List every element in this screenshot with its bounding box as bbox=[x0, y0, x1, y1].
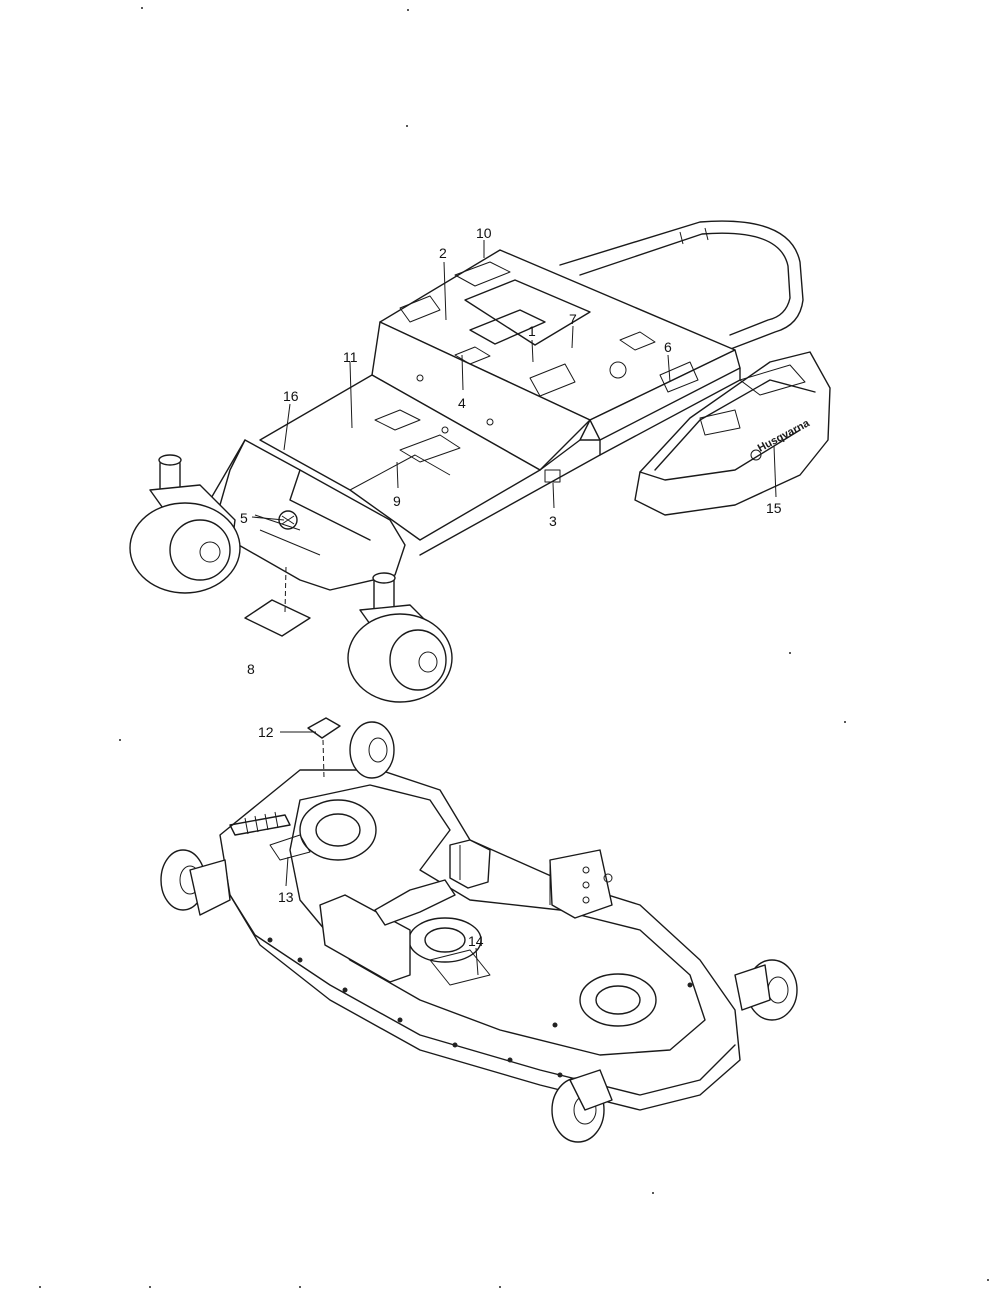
callout-labels: 1 2 3 4 5 6 7 8 9 10 11 12 13 14 15 16 bbox=[240, 225, 782, 949]
callout-12: 12 bbox=[258, 724, 274, 740]
callout-4: 4 bbox=[458, 395, 466, 411]
callout-2: 2 bbox=[439, 245, 447, 261]
leader-lines bbox=[251, 240, 777, 976]
callout-7: 7 bbox=[569, 311, 577, 327]
callout-15: 15 bbox=[766, 500, 782, 516]
deck-wheel-rear-left bbox=[349, 721, 395, 779]
decal-3 bbox=[544, 469, 561, 483]
decal-8 bbox=[244, 599, 311, 637]
callout-6: 6 bbox=[664, 339, 672, 355]
scan-specks bbox=[39, 7, 989, 1288]
chassis-frame bbox=[129, 220, 804, 703]
callout-16: 16 bbox=[283, 388, 299, 404]
callout-11: 11 bbox=[343, 349, 358, 365]
decal-13 bbox=[269, 834, 311, 861]
callout-10: 10 bbox=[476, 225, 492, 241]
mower-deck bbox=[160, 717, 798, 1143]
deck-wheel-front-right bbox=[551, 1069, 613, 1143]
deck-wheel-rear-right bbox=[734, 959, 798, 1021]
callout-14: 14 bbox=[468, 933, 484, 949]
callout-1: 1 bbox=[528, 323, 536, 339]
callout-9: 9 bbox=[393, 493, 401, 509]
front-right-caster bbox=[347, 572, 453, 703]
decal-14 bbox=[429, 949, 491, 986]
seat-shroud: Husqvarna bbox=[634, 351, 831, 516]
callout-8: 8 bbox=[247, 661, 255, 677]
callout-13: 13 bbox=[278, 889, 294, 905]
decal-12 bbox=[307, 717, 341, 739]
deck-wheel-front-left bbox=[160, 849, 231, 916]
front-left-caster bbox=[129, 454, 241, 594]
callout-3: 3 bbox=[549, 513, 557, 529]
callout-5: 5 bbox=[240, 510, 248, 526]
